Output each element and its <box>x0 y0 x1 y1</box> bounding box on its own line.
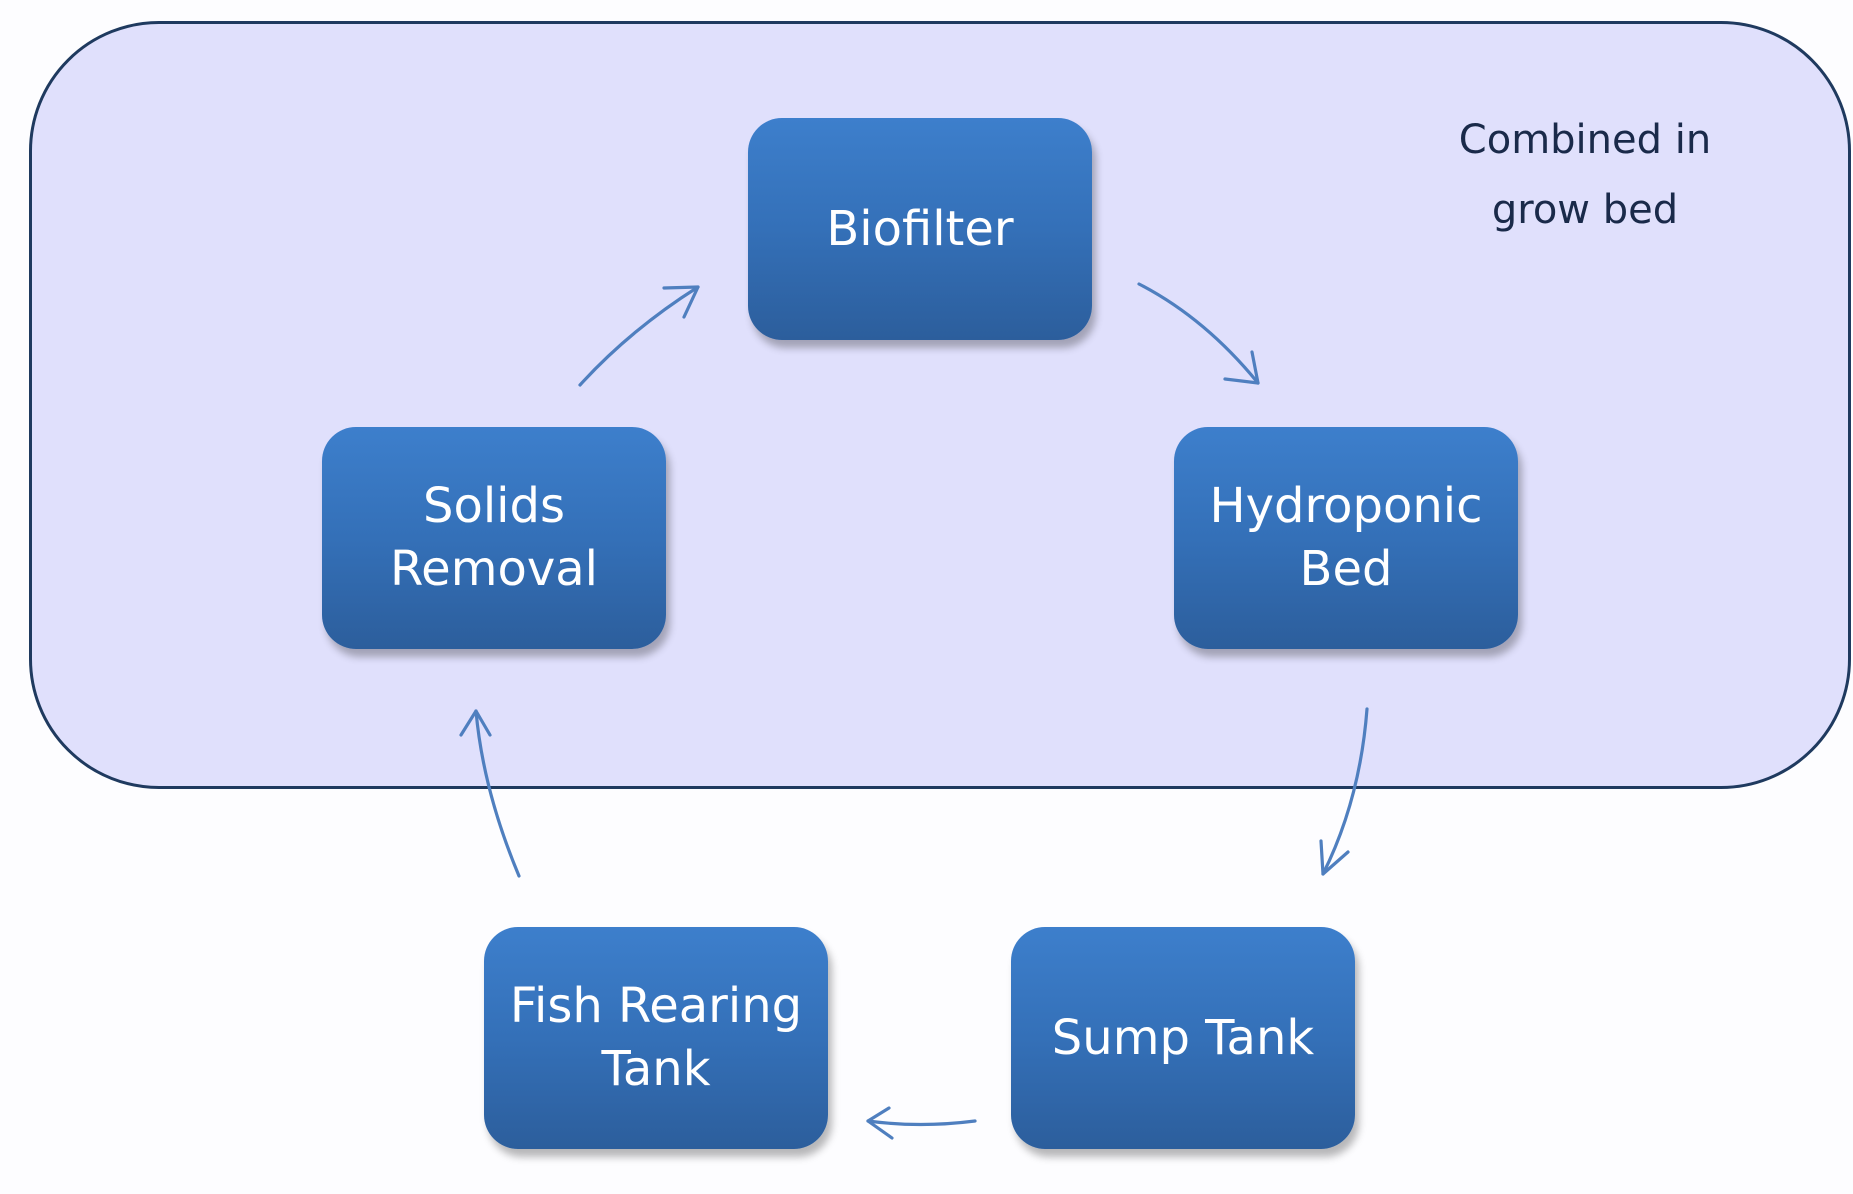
grow-bed-label-line2: grow bed <box>1491 187 1679 233</box>
fish-rearing-tank-label-line2: Tank <box>601 1041 711 1097</box>
biofilter-label: Biofilter <box>826 200 1014 257</box>
fish-rearing-tank-node: Fish Rearing Tank <box>484 927 828 1149</box>
hydroponic-bed-label-line2: Bed <box>1299 541 1393 597</box>
biofilter-node: Biofilter <box>748 118 1092 340</box>
sump-tank-label: Sump Tank <box>1051 1009 1315 1066</box>
fish-rearing-tank-label-line1: Fish Rearing <box>509 978 803 1034</box>
grow-bed-label-line1: Combined in <box>1458 117 1712 163</box>
arrow-sump-to-fish-head <box>866 1106 894 1140</box>
arrow-sump-to-fish <box>866 1119 977 1127</box>
solids-removal-label-line2: Removal <box>389 541 598 597</box>
hydroponic-bed-node: Hydroponic Bed <box>1174 427 1518 649</box>
sump-tank-node: Sump Tank <box>1011 927 1355 1149</box>
hydroponic-bed-label-line1: Hydroponic <box>1209 478 1483 534</box>
grow-bed-label: Combined in grow bed <box>1405 105 1765 245</box>
arrow-hydroponic-to-sump-head <box>1319 839 1350 876</box>
solids-removal-node: Solids Removal <box>322 427 666 649</box>
solids-removal-label-line1: Solids <box>423 478 565 534</box>
